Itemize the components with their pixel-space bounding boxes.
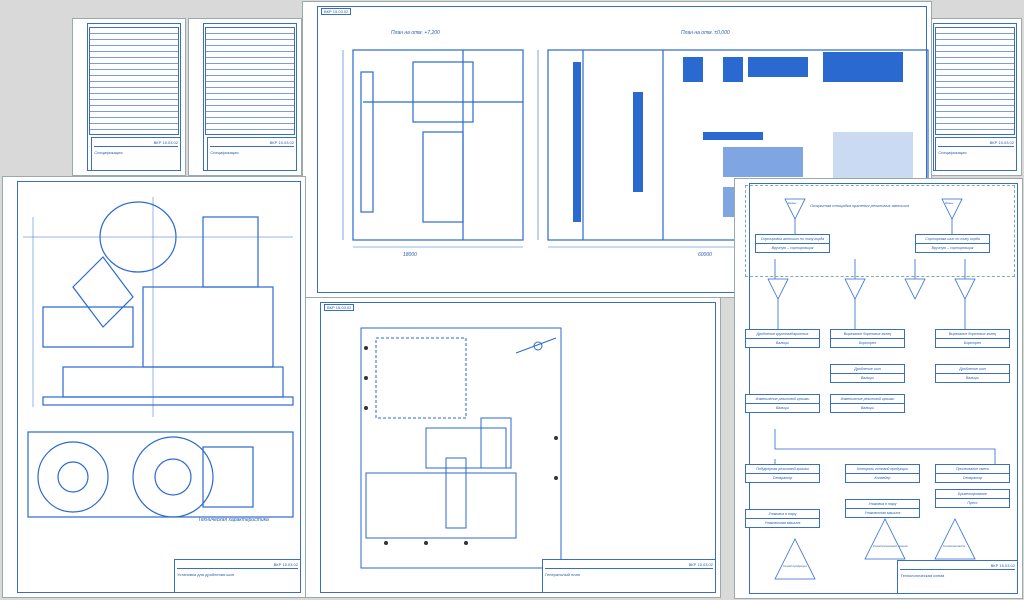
sink-label: Склад резиновой крошки <box>873 544 909 548</box>
process-step-text: Упаковочная машина <box>864 511 901 515</box>
sheet-tag: ВКР 15.03.02 <box>321 8 352 15</box>
process-step-text: Просеивание смеси <box>936 465 1009 474</box>
process-step-text: Вручную – сортировщик <box>931 246 974 250</box>
process-step-text: Вальцы <box>776 341 789 345</box>
drawing-name: Генеральный план <box>545 572 580 577</box>
process-step-text: Борторез <box>859 341 876 345</box>
process-step-text: Вальцы <box>776 406 789 410</box>
floor-plans-sheet: ВКР 15.03.02 План на отм. +7,200 План на… <box>302 1 932 298</box>
plan-title-left: План на отм. +7,200 <box>391 30 440 36</box>
flow-connectors <box>767 198 996 580</box>
process-step-text: Пресс <box>967 501 978 505</box>
process-flow-sheet: Открытая площадка хранения резиновых авт… <box>734 178 1023 599</box>
process-step-text: Вырезание бортовых колец <box>831 330 904 339</box>
flow-title: Открытая площадка хранения резиновых авт… <box>810 203 910 208</box>
sheet-frame <box>320 302 716 593</box>
sheet-frame <box>17 181 301 593</box>
plan-title-right: План на отм. ±0,000 <box>681 30 730 36</box>
process-step-text: Побуферная резиновой крошки <box>746 465 819 474</box>
process-step-text: Сортировка автошин по типу корда <box>756 235 829 244</box>
machine-assembly-drawing <box>23 197 294 518</box>
process-step-text: Конвейер <box>874 476 891 480</box>
drawing-name: Спецификация <box>94 150 123 155</box>
process-step-text: Упаковка в тару <box>846 500 919 509</box>
drawing-code: ВКР 15.03.02 <box>210 140 294 147</box>
dimension-left: 18000 <box>403 252 417 258</box>
drawing-code: ВКР 15.03.02 <box>94 140 178 147</box>
source-label: Шины <box>945 201 954 205</box>
process-step-text: Сепаратор <box>772 476 793 480</box>
process-step-text: Дробление шин <box>831 365 904 374</box>
spec-table <box>935 27 1015 135</box>
drawing-code: ВКР 15.03.02 <box>177 562 298 569</box>
storage-zone <box>745 185 1015 277</box>
drawing-code: ВКР 15.03.02 <box>938 140 1014 147</box>
process-step-text: Борторез <box>964 341 981 345</box>
drawing-name: Установка для дробления шин <box>177 572 234 577</box>
drawing-code: ВКР 15.03.02 <box>545 562 713 569</box>
process-step-text: Дробление крупногабаритных <box>746 330 819 339</box>
drawing-code: ВКР 15.03.02 <box>900 563 1015 570</box>
site-plan-drawing <box>360 327 562 569</box>
spec-table <box>89 27 179 135</box>
process-step-text: Измельчение резиновой крошки <box>746 395 819 404</box>
sink-label: Склад металла <box>943 544 966 548</box>
drawing-name: Технологическая схема <box>900 573 945 578</box>
process-step-text: Упаковка в тару <box>746 510 819 519</box>
process-step-text: Сортировка шин по типу корда <box>916 235 989 244</box>
sheet-frame <box>749 183 1018 594</box>
process-step-text: Контроль готовой продукции <box>846 465 919 474</box>
process-step-text: Вальцы <box>861 376 874 380</box>
sheet-tag: ВКР 15.03.02 <box>324 304 355 311</box>
drawing-name: Спецификация <box>210 150 239 155</box>
drawing-name: Спецификация <box>938 150 967 155</box>
process-step-text: Брикетирование <box>936 490 1009 499</box>
notes-title: Техническая характеристика <box>198 517 269 523</box>
process-step-text: Вальцы <box>966 376 979 380</box>
process-step-text: Упаковочная машина <box>764 521 801 525</box>
process-step-text: Вырезание бортовых колец <box>936 330 1009 339</box>
process-step-text: Вручную – сортировщик <box>771 246 814 250</box>
process-step-text: Сепаратор <box>962 476 983 480</box>
sink-label: Склад продукции <box>783 564 808 568</box>
process-step-text: Измельчение резиновой крошки <box>831 395 904 404</box>
sheet-frame <box>317 6 927 293</box>
dimension-right: 60000 <box>698 252 712 258</box>
spec-table <box>205 27 295 135</box>
process-step-text: Вальцы <box>861 406 874 410</box>
process-step-text: Дробление шин <box>936 365 1009 374</box>
source-label: Шины <box>788 201 797 205</box>
